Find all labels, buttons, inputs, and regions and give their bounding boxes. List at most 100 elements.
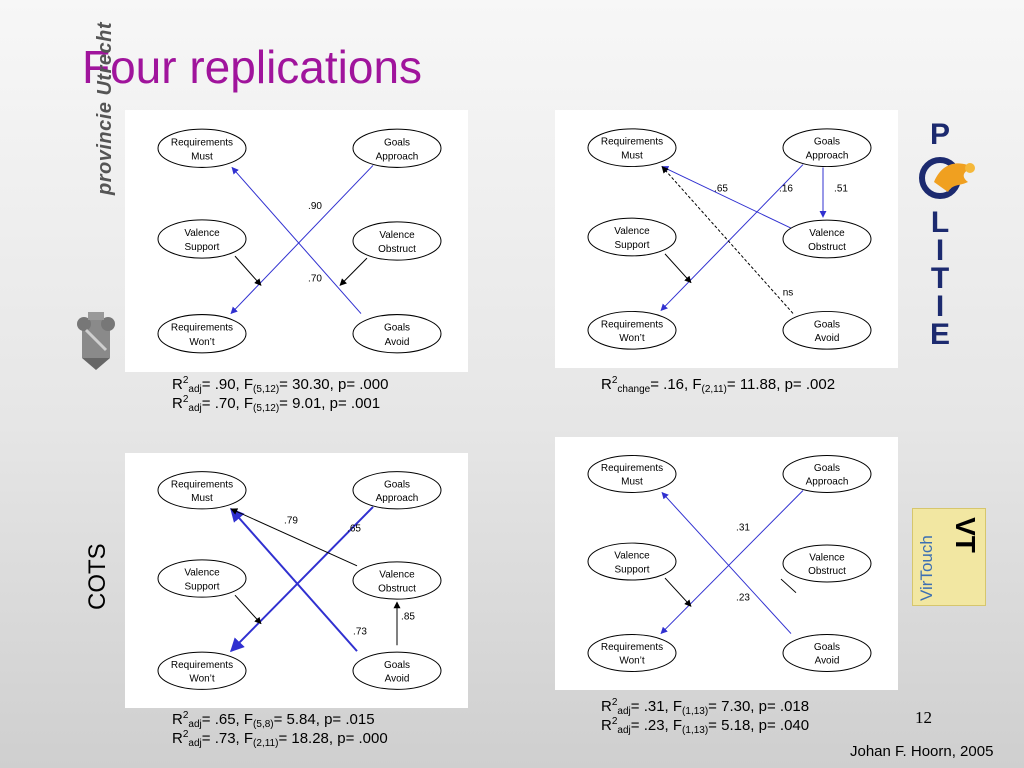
- node-label: Valence: [809, 228, 845, 239]
- path-arrow: [660, 164, 804, 311]
- node-label: Approach: [806, 477, 849, 488]
- node-label: Won’t: [619, 656, 645, 667]
- politie-letter: L: [930, 206, 950, 239]
- coefficient-label: .31: [736, 523, 750, 534]
- node-label: Requirements: [171, 137, 233, 148]
- node-label: Support: [185, 242, 220, 253]
- author-credit: Johan F. Hoorn, 2005: [850, 743, 994, 760]
- coefficient-label: .65: [714, 183, 728, 194]
- node-label: Avoid: [815, 656, 840, 667]
- path-arrow: [230, 165, 374, 315]
- stat-line: R2adj= .23, F(1,13)= 5.18, p= .040: [601, 716, 810, 736]
- node-label: Avoid: [815, 333, 840, 344]
- node-label: Valence: [614, 551, 650, 562]
- politie-letter: T: [930, 262, 950, 295]
- path-arrow: [661, 491, 792, 634]
- path-arrow: [234, 594, 262, 625]
- coefficient-label: .23: [736, 593, 750, 604]
- virtouch-logo: VirTouch VT: [912, 508, 986, 606]
- path-arrow: [661, 166, 794, 230]
- node-label: Valence: [184, 568, 220, 579]
- stat-line: R2change= .16, F(2,11)= 11.88, p= .002: [601, 375, 836, 395]
- virtouch-text: VirTouch: [917, 535, 936, 601]
- node-label: Goals: [814, 137, 840, 148]
- coefficient-label: .79: [284, 516, 298, 527]
- slide-title: Four replications: [82, 41, 423, 93]
- politie-logo: P L I T I E: [900, 118, 990, 351]
- node-label: Must: [191, 493, 213, 504]
- stat-line: R2adj= .70, F(5,12)= 9.01, p= .001: [172, 394, 381, 414]
- vt-mark-icon: VT: [949, 517, 981, 553]
- node-label: Won’t: [189, 674, 215, 685]
- stat-line: R2adj= .31, F(1,13)= 7.30, p= .018: [601, 697, 810, 717]
- coefficient-label: .51: [834, 183, 848, 194]
- path-arrow: [230, 508, 358, 567]
- utrecht-logo-text: provincie Utrecht: [94, 22, 116, 195]
- node-label: Support: [614, 240, 649, 251]
- node-label: Goals: [384, 660, 410, 671]
- coat-of-arms-icon: [77, 312, 115, 370]
- node-label: Goals: [384, 479, 410, 490]
- coefficient-label: .85: [401, 612, 415, 623]
- node-label: Requirements: [601, 642, 663, 653]
- stat-line: R2adj= .90, F(5,12)= 30.30, p= .000: [172, 375, 389, 395]
- node-label: Goals: [814, 642, 840, 653]
- node-label: Valence: [809, 553, 845, 564]
- node-label: Requirements: [601, 319, 663, 330]
- path-arrow: [664, 577, 692, 607]
- politie-letter: E: [929, 318, 950, 351]
- node-label: Avoid: [385, 337, 410, 348]
- cots-label: COTS: [84, 543, 111, 610]
- node-label: Won’t: [619, 333, 645, 344]
- path-arrow: [780, 578, 797, 594]
- coefficient-label: ns: [783, 288, 794, 299]
- node-label: Won’t: [189, 337, 215, 348]
- path-arrow: [230, 506, 374, 653]
- node-label: Valence: [379, 570, 415, 581]
- node-label: Obstruct: [808, 242, 846, 253]
- coefficient-label: .70: [308, 273, 322, 284]
- node-label: Requirements: [171, 323, 233, 334]
- node-label: Approach: [376, 151, 419, 162]
- node-label: Obstruct: [808, 566, 846, 577]
- stats-top-right: R2change= .16, F(2,11)= 11.88, p= .002: [601, 375, 836, 395]
- node-label: Approach: [806, 151, 849, 162]
- page-number: 12: [915, 708, 932, 727]
- node-label: Valence: [614, 226, 650, 237]
- provincie-utrecht-logo: provincie Utrecht: [70, 22, 118, 377]
- politie-letter: P: [929, 118, 950, 151]
- path-arrow: [660, 490, 804, 635]
- politie-letter: I: [935, 234, 945, 267]
- path-arrow: [339, 257, 368, 286]
- node-label: Goals: [384, 323, 410, 334]
- stat-line: R2adj= .73, F(2,11)= 18.28, p= .000: [172, 729, 388, 749]
- node-label: Avoid: [385, 674, 410, 685]
- node-label: Requirements: [171, 479, 233, 490]
- path-arrow: [661, 166, 794, 314]
